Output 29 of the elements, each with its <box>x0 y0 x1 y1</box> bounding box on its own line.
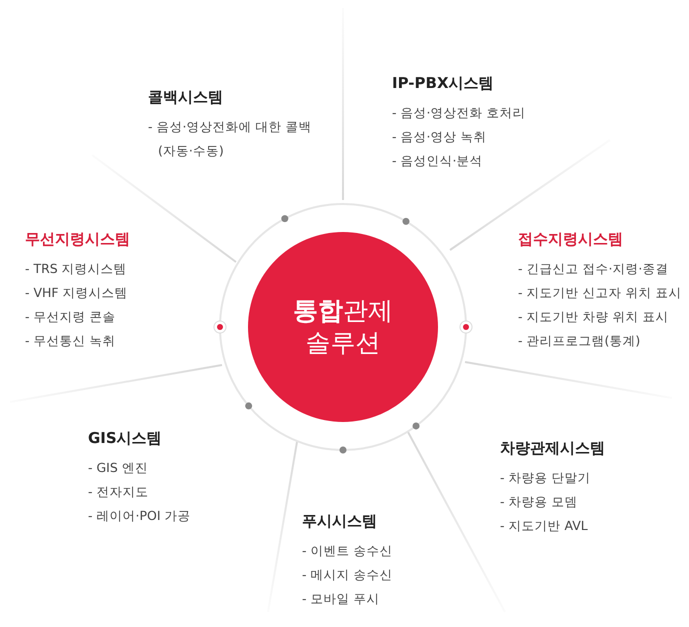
list-item: - 메시지 송수신 <box>302 566 394 584</box>
section-heading: 콜백시스템 <box>148 88 223 107</box>
list-item: - 지도기반 신고자 위치 표시 <box>518 284 682 302</box>
section-heading: GIS시스템 <box>88 429 162 448</box>
list-item: - VHF 지령시스템 <box>25 284 129 302</box>
list-item: - 지도기반 차량 위치 표시 <box>518 308 670 326</box>
list-item: - GIS 엔진 <box>88 459 149 477</box>
list-item: - 레이어·POI 가공 <box>88 507 192 525</box>
list-item: - TRS 지령시스템 <box>25 260 128 278</box>
center-title: 통합관제 솔루션 <box>292 295 394 359</box>
list-item: - 전자지도 <box>88 483 150 501</box>
list-item: - 이벤트 송수신 <box>302 542 394 560</box>
list-item: - 음성·영상 녹취 <box>392 128 488 146</box>
list-item: - 무선지령 콘솔 <box>25 308 116 326</box>
list-item: - 긴급신고 접수·지령·종결 <box>518 260 670 278</box>
list-item: - 모바일 푸시 <box>302 590 380 608</box>
section-heading: 차량관제시스템 <box>500 439 605 458</box>
list-item: - 음성인식·분석 <box>392 152 484 170</box>
section-heading: 푸시시스템 <box>302 512 377 531</box>
list-item: - 무선통신 녹취 <box>25 332 116 350</box>
list-item: - 차량용 단말기 <box>500 469 592 487</box>
list-item: - 지도기반 AVL <box>500 517 589 535</box>
list-item: - 관리프로그램(통계) <box>518 332 642 350</box>
list-item: - 음성·영상전화에 대한 콜백(자동·수동) <box>148 118 312 160</box>
section-heading: 접수지령시스템 <box>518 230 623 249</box>
list-item: - 음성·영상전화 호처리 <box>392 104 526 122</box>
list-item: - 차량용 모뎀 <box>500 493 578 511</box>
section-heading: 무선지령시스템 <box>25 230 130 249</box>
section-heading: IP-PBX시스템 <box>392 74 494 93</box>
